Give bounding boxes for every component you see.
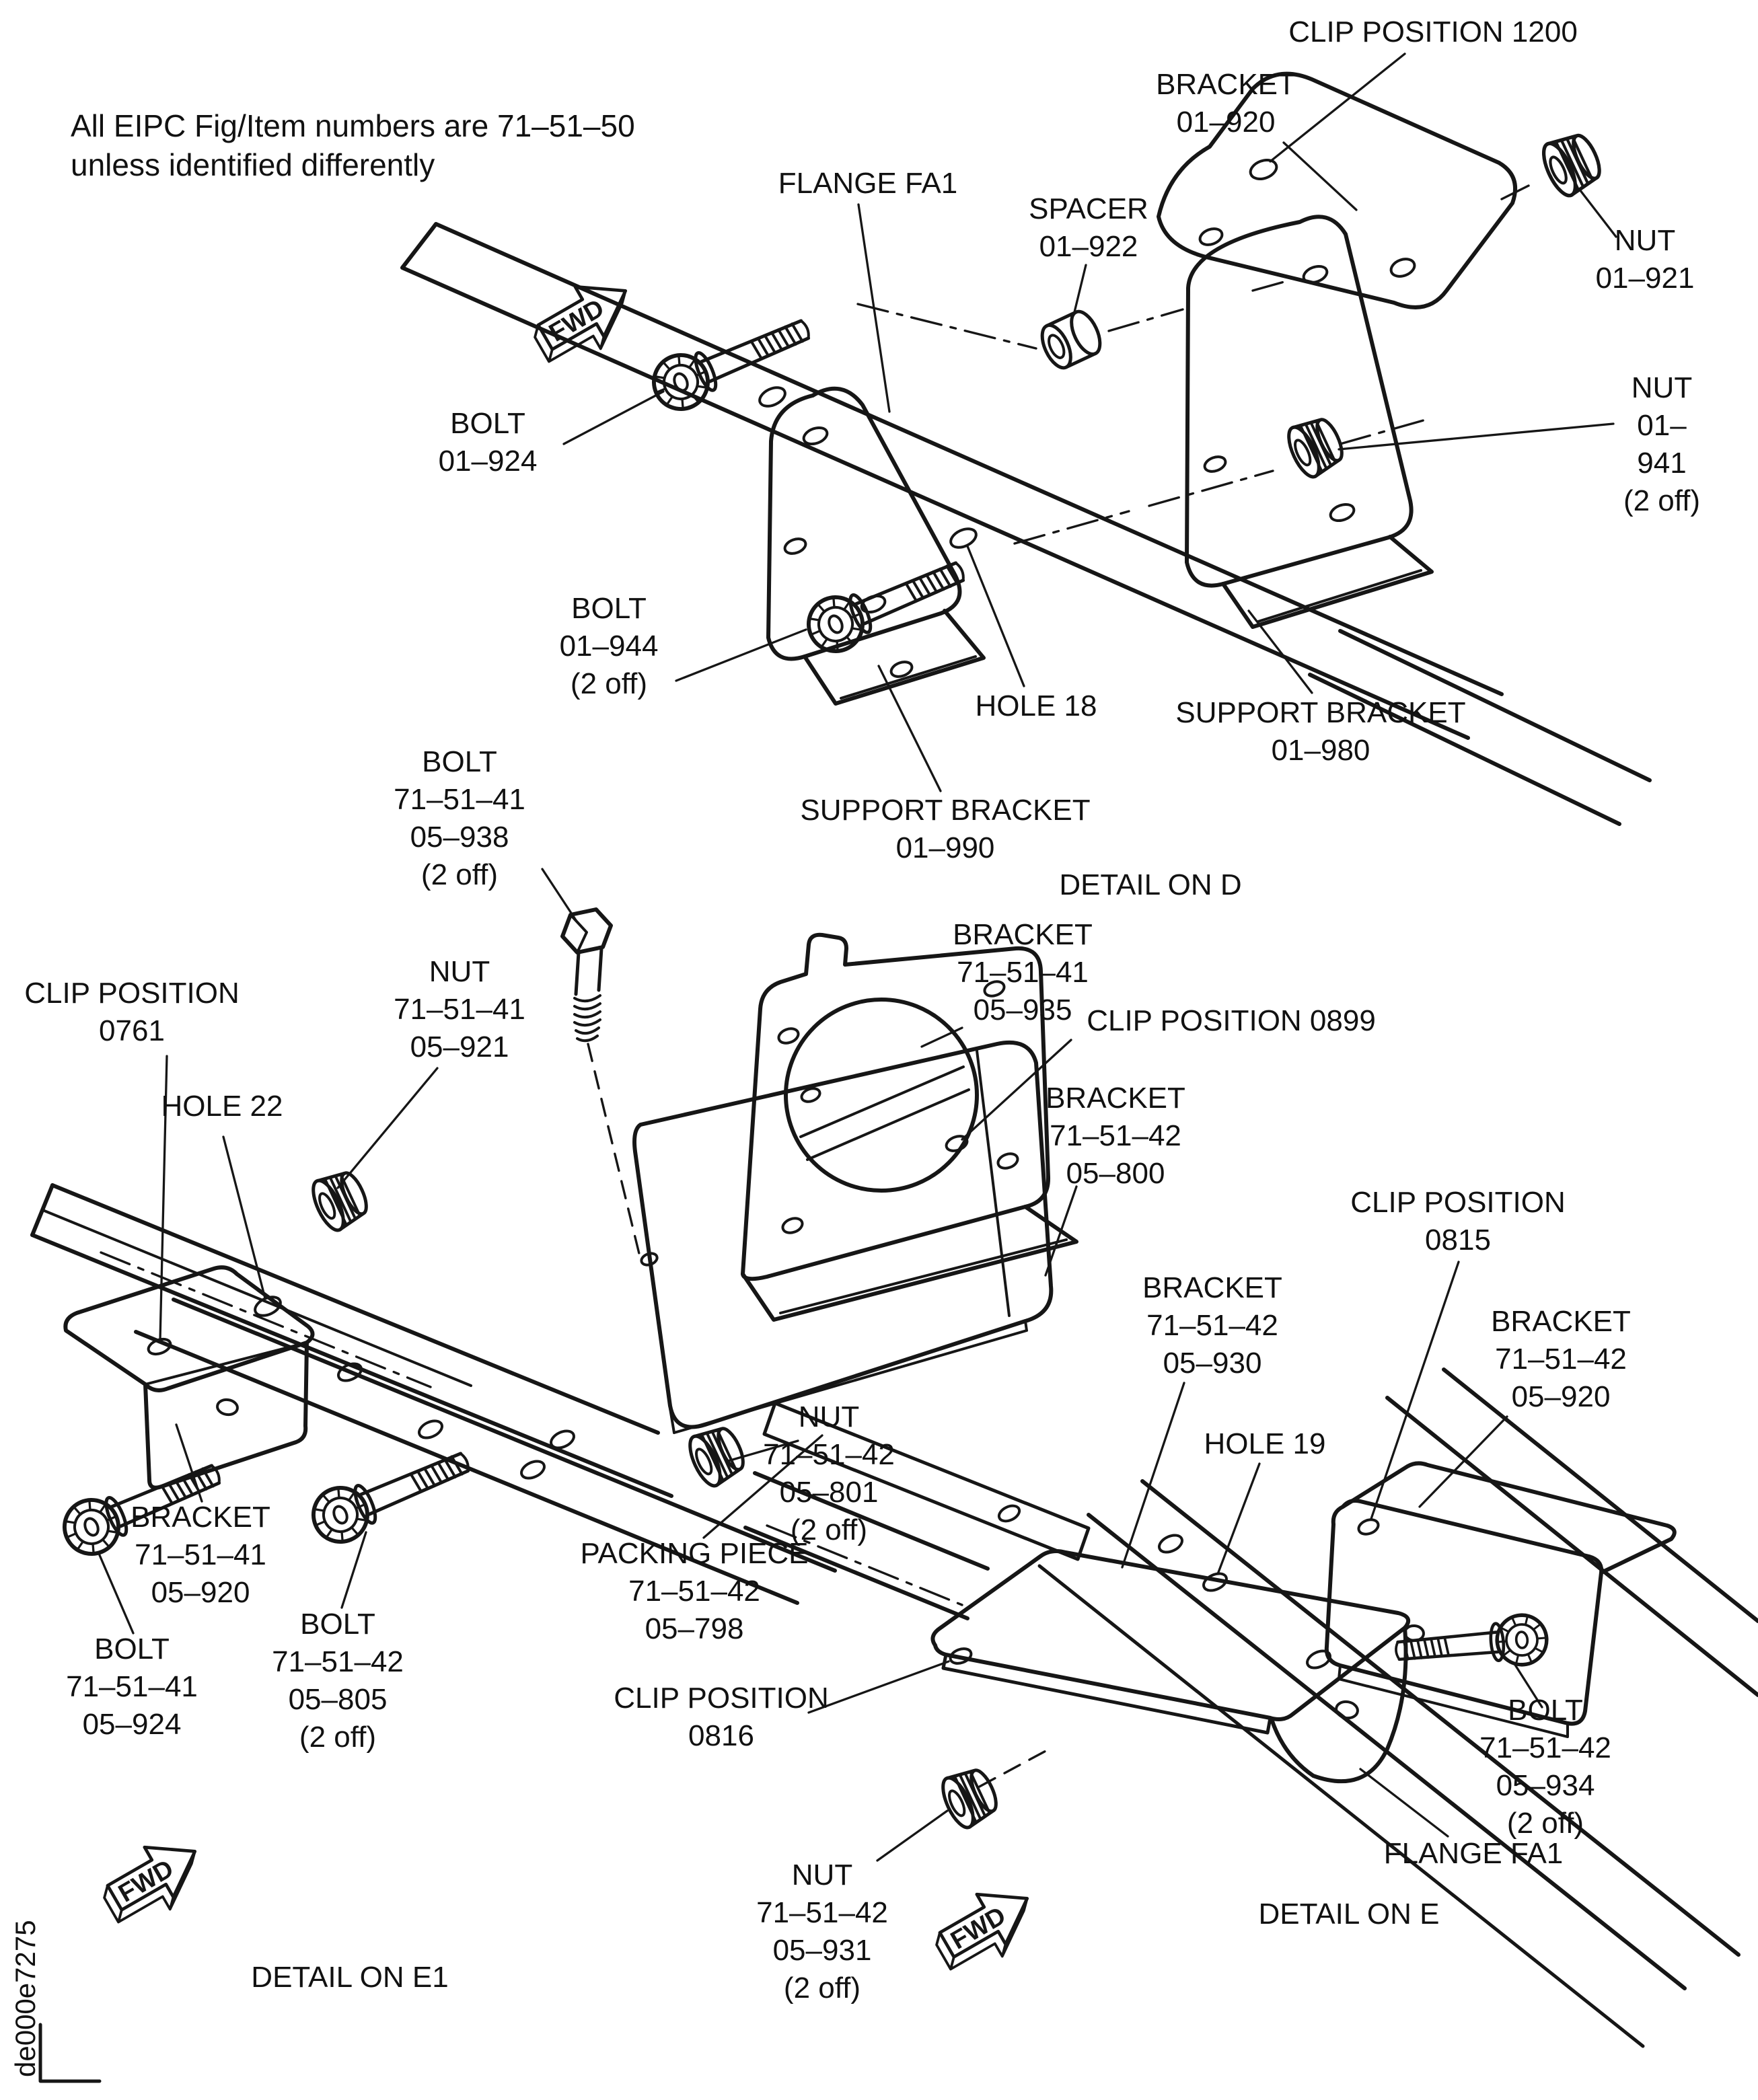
label-flange-fa1-top: FLANGE FA1 xyxy=(778,167,958,200)
label-packing-piece-05-798: PACKING PIECE 71–51–42 05–798 xyxy=(580,1537,809,1645)
packing-piece-05-798-drawing xyxy=(762,1401,1091,1561)
note-eipc-numbers: All EIPC Fig/Item numbers are 71–51–50 u… xyxy=(71,108,635,182)
detail-e-centerline xyxy=(978,1748,1051,1788)
label-clip-position-0816: CLIP POSITION 0816 xyxy=(614,1682,829,1752)
label-bolt-71-51-41-05-938: BOLT 71–51–41 05–938 (2 off) xyxy=(394,745,525,891)
label-clip-position-0761: CLIP POSITION 0761 xyxy=(24,977,240,1047)
label-detail-on-d: DETAIL ON D xyxy=(1059,868,1242,901)
label-bracket-71-51-42-05-800: BRACKET 71–51–42 05–800 xyxy=(1046,1082,1185,1190)
nut-01-941-drawing xyxy=(1283,412,1349,482)
label-bolt-01-924: BOLT 01–924 xyxy=(438,407,538,478)
label-spacer-01-922: SPACER 01–922 xyxy=(1029,192,1148,263)
fwd-arrow-top: FWD xyxy=(523,266,645,374)
label-bolt-71-51-42-05-805: BOLT 71–51–42 05–805 (2 off) xyxy=(272,1608,404,1754)
fwd-arrow-bottom-middle: FWD xyxy=(925,1873,1046,1982)
document-number: de000e7275 xyxy=(9,1920,41,2077)
detail-e1-leader-lines xyxy=(98,868,1078,1635)
detail-e-leader-lines xyxy=(807,1261,1543,1862)
support-bracket-01-980-drawing xyxy=(1185,215,1434,629)
bracket-71-51-41-05-920-drawing xyxy=(63,1265,315,1490)
label-nut-01-921: NUT 01–921 xyxy=(1595,224,1695,295)
label-nut-71-51-42-05-931: NUT 71–51–42 05–931 (2 off) xyxy=(756,1859,888,2004)
label-bracket-01-920: BRACKET 01–920 xyxy=(1156,68,1296,139)
bracket-01-920-drawing xyxy=(1157,71,1517,309)
label-hole-22: HOLE 22 xyxy=(161,1090,283,1123)
spacer-01-922-drawing xyxy=(1040,309,1102,370)
label-nut-71-51-42-05-801: NUT 71–51–42 05–801 (2 off) xyxy=(763,1400,895,1546)
label-clip-position-1200: CLIP POSITION 1200 xyxy=(1288,15,1578,48)
label-support-bracket-01-980: SUPPORT BRACKET 01–980 xyxy=(1175,696,1466,767)
label-bracket-71-51-42-05-930: BRACKET 71–51–42 05–930 xyxy=(1142,1271,1282,1380)
label-nut-71-51-41-05-921: NUT 71–51–41 05–921 xyxy=(394,955,525,1063)
label-hole-18: HOLE 18 xyxy=(975,689,1097,722)
label-support-bracket-01-990: SUPPORT BRACKET 01–990 xyxy=(800,794,1091,864)
support-bracket-01-990-drawing xyxy=(766,386,986,706)
label-bolt-71-51-41-05-924: BOLT 71–51–41 05–924 xyxy=(66,1633,198,1741)
bracket-71-51-42-05-920-right-drawing xyxy=(1324,1461,1677,1738)
corner-mark xyxy=(38,2023,102,2083)
detail-d-leader-lines xyxy=(562,52,1617,792)
nut-71-51-41-05-921-drawing xyxy=(307,1166,373,1235)
label-clip-position-0815: CLIP POSITION 0815 xyxy=(1350,1186,1566,1257)
label-bolt-71-51-42-05-934: BOLT 71–51–42 05–934 (2 off) xyxy=(1479,1694,1611,1840)
label-bolt-01-944: BOLT 01–944 (2 off) xyxy=(559,592,659,700)
label-detail-on-e1: DETAIL ON E1 xyxy=(251,1961,449,1994)
label-hole-19: HOLE 19 xyxy=(1204,1427,1326,1460)
bracket-71-51-42-05-800-drawing xyxy=(632,1040,1054,1434)
label-nut-01-941: NUT 01–941 (2 off) xyxy=(1623,371,1701,517)
label-bracket-71-51-41-05-935: BRACKET 71–51–41 05–935 xyxy=(953,918,1093,1026)
detail-e1-rail-drawing xyxy=(30,1183,990,1620)
bolt-01-924-drawing xyxy=(646,303,818,417)
label-flange-fa1-bottom: FLANGE FA1 xyxy=(1383,1837,1564,1870)
detail-d-flange-fa1-drawing xyxy=(400,222,1652,826)
bolt-71-51-42-05-805-drawing xyxy=(305,1436,478,1550)
fwd-arrow-bottom-left: FWD xyxy=(93,1826,214,1935)
label-detail-on-e: DETAIL ON E xyxy=(1258,1898,1440,1930)
nut-71-51-42-05-931-drawing xyxy=(937,1763,1003,1832)
nut-01-921-drawing xyxy=(1537,128,1607,200)
detail-d-centerlines xyxy=(856,184,1530,545)
bracket-71-51-41-05-935-drawing xyxy=(741,932,1078,1322)
label-bracket-71-51-41-05-920: BRACKET 71–51–41 05–920 xyxy=(131,1501,270,1609)
label-bracket-71-51-42-05-920: BRACKET 71–51–42 05–920 xyxy=(1491,1305,1631,1413)
nut-71-51-42-05-801-drawing xyxy=(684,1421,750,1491)
bolt-71-51-42-05-934-drawing xyxy=(1394,1613,1549,1676)
bolt-71-51-41-05-938-drawing xyxy=(560,907,642,1261)
label-clip-position-0899: CLIP POSITION 0899 xyxy=(1087,1004,1376,1037)
